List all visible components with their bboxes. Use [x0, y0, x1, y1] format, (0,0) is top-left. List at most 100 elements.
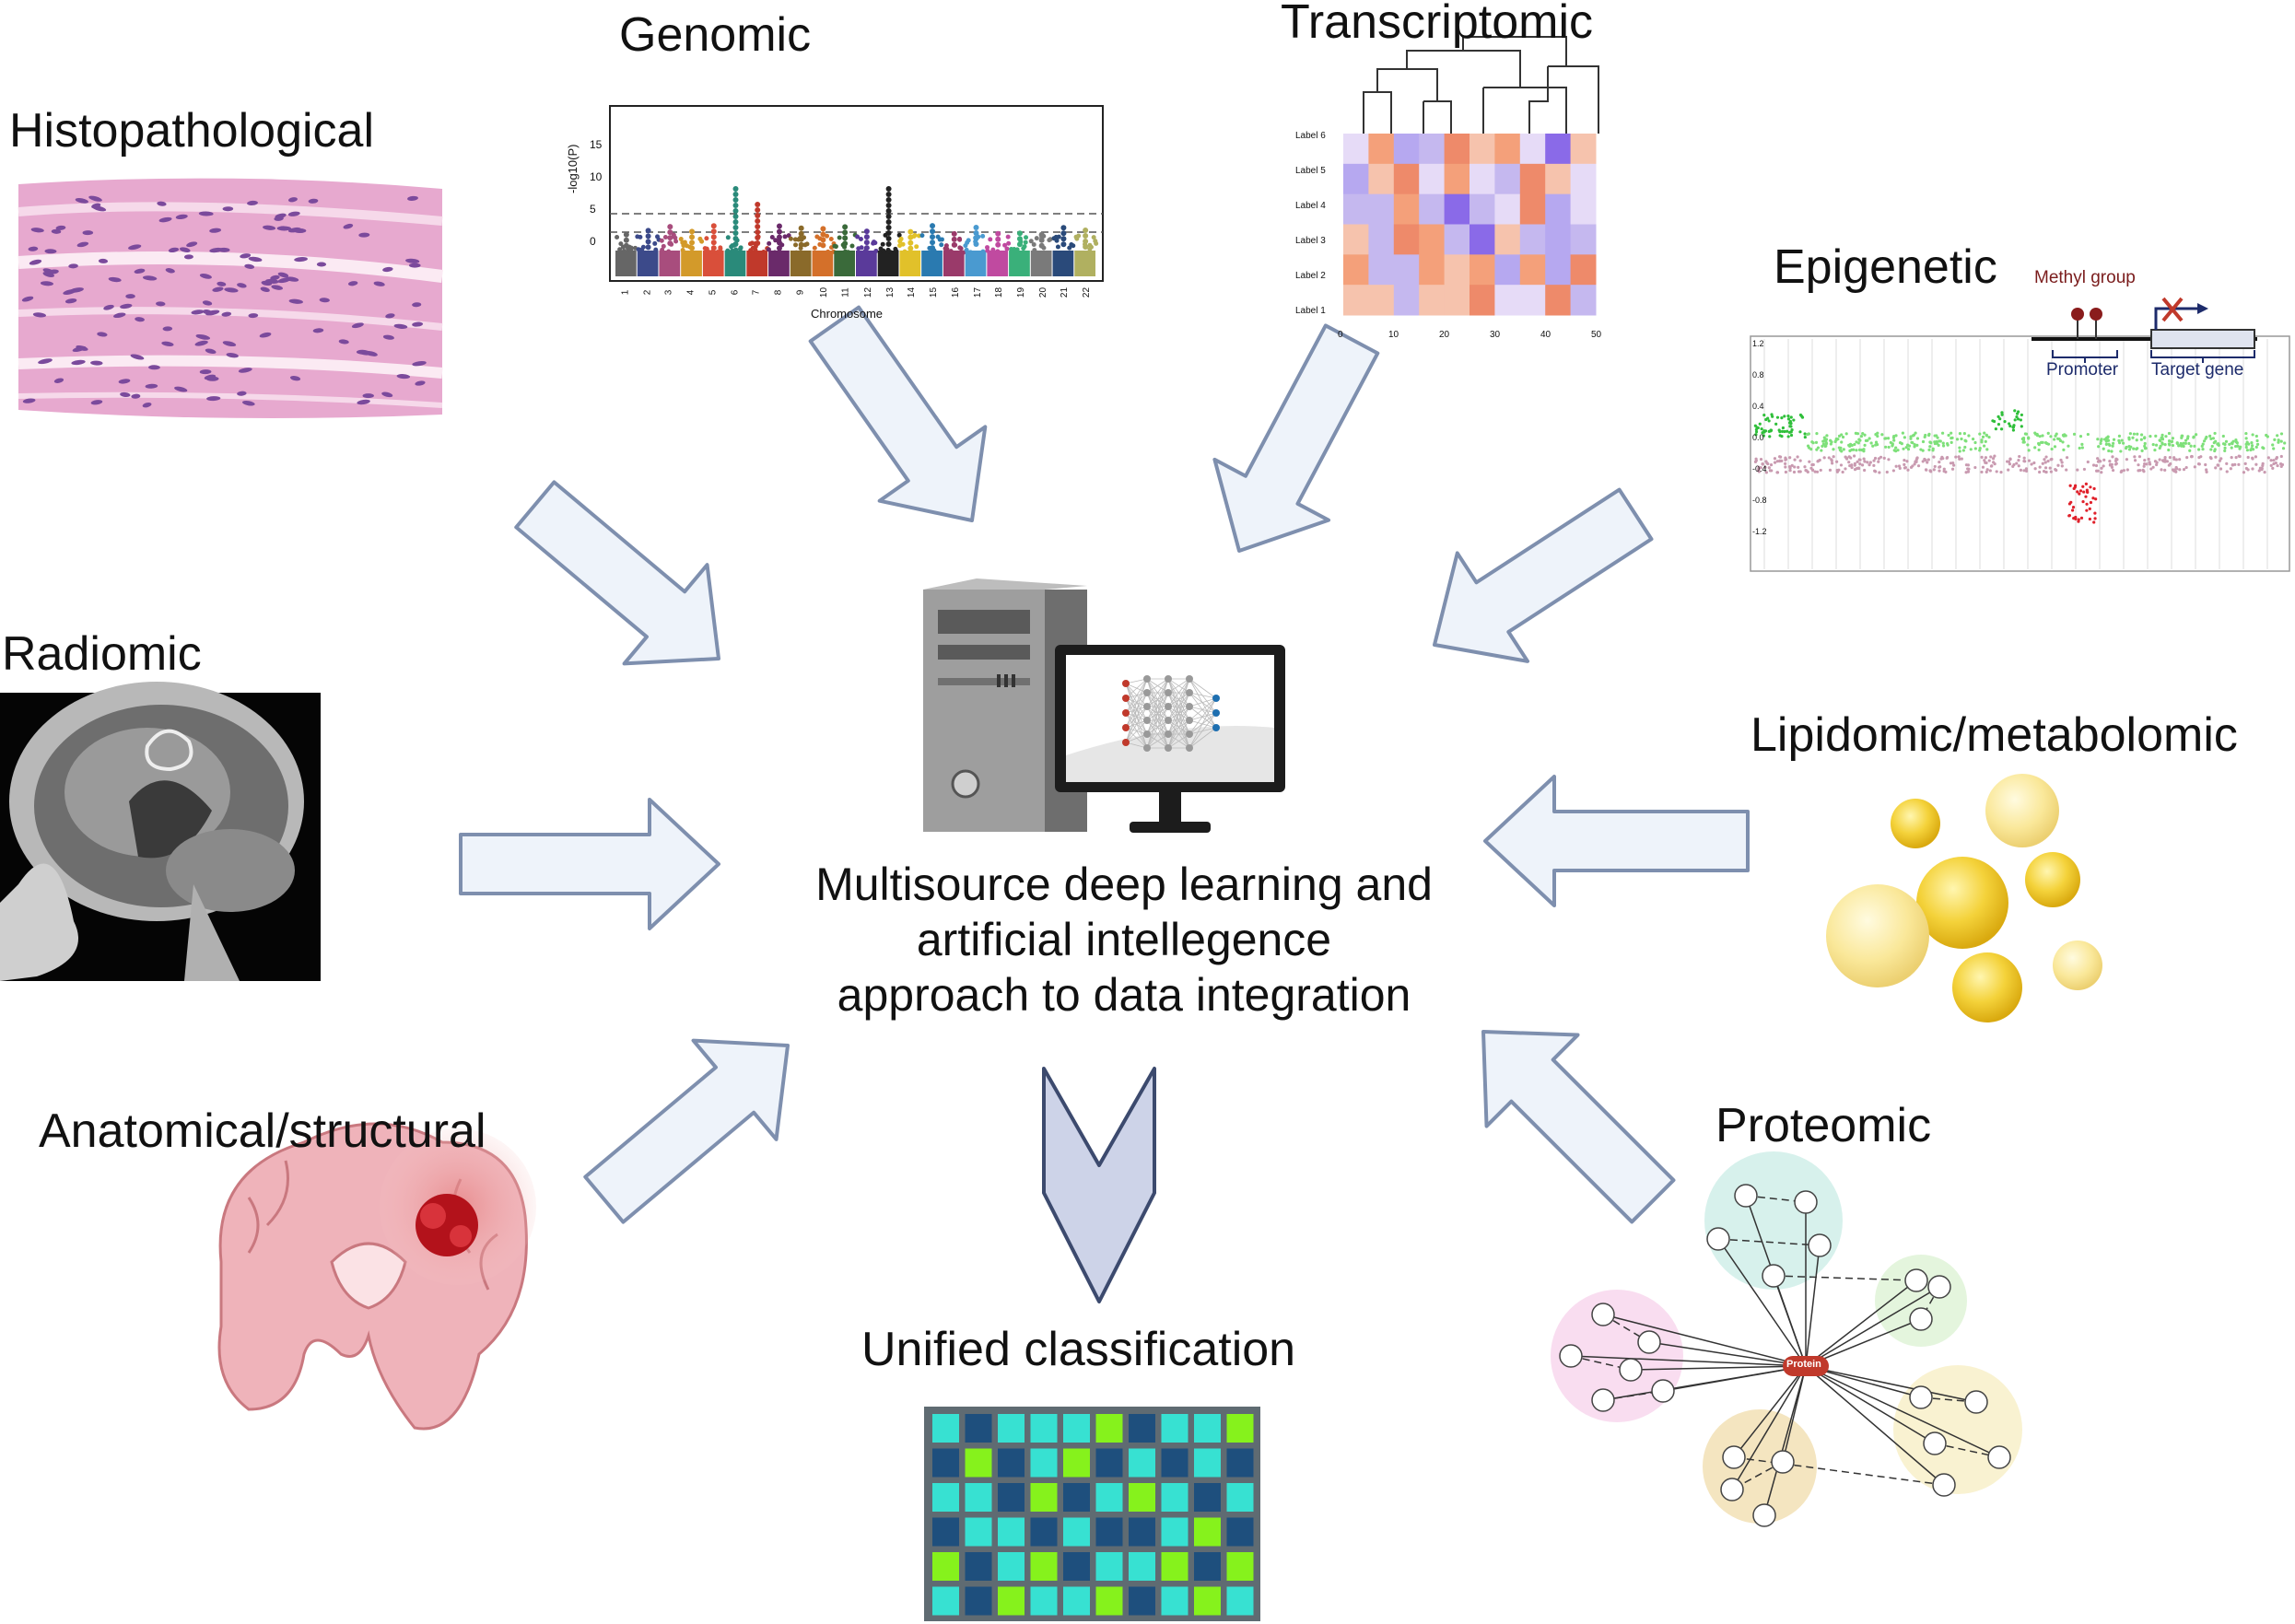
epi-point — [2096, 469, 2100, 473]
epi-point — [2208, 434, 2212, 438]
nn-edge — [1167, 678, 1190, 721]
heatmap-cell — [1494, 285, 1521, 316]
nn-node — [1122, 739, 1130, 746]
protein-dashed-edge — [1602, 1314, 1650, 1343]
epi-point — [1778, 430, 1782, 434]
nucleus — [179, 247, 191, 252]
epi-point — [1780, 416, 1784, 420]
snp-point — [948, 249, 954, 254]
snp-point — [885, 250, 891, 255]
epi-point — [2225, 470, 2229, 473]
heatmap-cell — [1470, 224, 1495, 255]
snp-peak-point — [710, 245, 717, 251]
arrows — [459, 305, 1750, 1224]
epi-point — [2187, 441, 2191, 446]
heatmap-cell — [1570, 285, 1597, 316]
nucleus — [68, 263, 78, 269]
epi-point — [1998, 417, 2002, 421]
heatmap-row-label: Label 2 — [1295, 271, 1326, 281]
epi-point — [2184, 438, 2188, 442]
snp-point — [628, 245, 634, 251]
snp-peak-point — [755, 235, 761, 240]
epi-point — [2216, 463, 2219, 467]
epi-point — [2046, 459, 2050, 463]
epi-point — [2132, 432, 2137, 436]
chromosome-band — [681, 251, 702, 276]
epi-point — [1939, 457, 1943, 461]
nucleus — [186, 241, 198, 248]
snp-point — [902, 249, 907, 254]
nn-edge — [1167, 692, 1190, 749]
epi-point — [2269, 459, 2273, 462]
epi-ytick: -0.4 — [1752, 464, 1767, 473]
heatmap-cell — [1393, 193, 1420, 225]
classification-cell — [1030, 1517, 1058, 1547]
genomic-ylabel: -log10(P) — [566, 144, 580, 193]
heatmap-cell — [1494, 224, 1521, 255]
epi-point — [2266, 456, 2270, 460]
heatmap-row-label: Label 4 — [1295, 201, 1326, 211]
epi-point — [1788, 456, 1792, 460]
epi-point — [2178, 468, 2182, 472]
epi-point — [2214, 439, 2218, 443]
snp-point — [649, 251, 654, 256]
nucleus — [38, 358, 53, 365]
epi-point — [2196, 448, 2201, 451]
nucleus — [205, 348, 217, 355]
nn-edge — [1188, 692, 1217, 699]
epi-point — [2094, 463, 2099, 468]
classification-cell — [932, 1552, 959, 1581]
snp-point — [638, 234, 643, 240]
nucleus — [240, 253, 252, 259]
snp-peak-point — [930, 223, 936, 229]
epi-point — [2153, 460, 2158, 463]
snp-point — [939, 237, 944, 242]
epi-point — [2254, 455, 2258, 459]
classification-cell — [965, 1448, 992, 1478]
epi-point — [1886, 437, 1891, 440]
epi-point — [2196, 461, 2201, 466]
protein-edge — [1733, 1365, 1807, 1458]
epi-point — [1904, 446, 1908, 450]
nn-edge — [1188, 692, 1217, 729]
snp-peak-point — [1060, 230, 1067, 237]
nucleus — [224, 287, 239, 293]
classification-cell — [998, 1552, 1025, 1581]
protein-node — [1762, 1264, 1786, 1288]
epi-point — [2112, 438, 2116, 441]
epi-point — [1858, 462, 1862, 466]
nucleus — [202, 310, 212, 315]
epi-point — [1778, 460, 1782, 463]
snp-point — [1093, 239, 1098, 244]
snp-point — [1068, 250, 1073, 255]
epi-point — [1926, 461, 1929, 464]
protein-node — [1619, 1358, 1643, 1382]
snp-peak-point — [1038, 242, 1045, 249]
epi-point — [2114, 457, 2118, 461]
nn-edge — [1146, 719, 1169, 749]
epi-point — [2122, 469, 2125, 473]
epi-point — [2229, 467, 2232, 471]
epi-point — [1788, 469, 1792, 473]
epi-point — [1831, 461, 1834, 465]
snp-peak-point — [732, 236, 739, 241]
epi-point — [2093, 517, 2097, 520]
genomic-xtick: 3 — [663, 289, 674, 296]
epi-point — [1885, 470, 1889, 474]
epi-point — [1830, 458, 1833, 461]
heatmap-cell — [1343, 134, 1369, 165]
snp-point — [673, 239, 679, 244]
nucleus — [82, 230, 94, 236]
snp-peak-point — [755, 207, 761, 213]
heatmap-cell — [1343, 163, 1369, 195]
epi-point — [2205, 435, 2208, 439]
epi-point — [2272, 447, 2276, 450]
epi-point — [2081, 485, 2085, 488]
heatmap-cell — [1519, 163, 1546, 195]
nn-edge — [1125, 678, 1148, 699]
snp-point — [793, 250, 799, 255]
nn-edge — [1188, 697, 1217, 749]
heatmap-cell — [1545, 193, 1572, 225]
nucleus — [156, 301, 166, 307]
nn-node — [1165, 717, 1172, 724]
